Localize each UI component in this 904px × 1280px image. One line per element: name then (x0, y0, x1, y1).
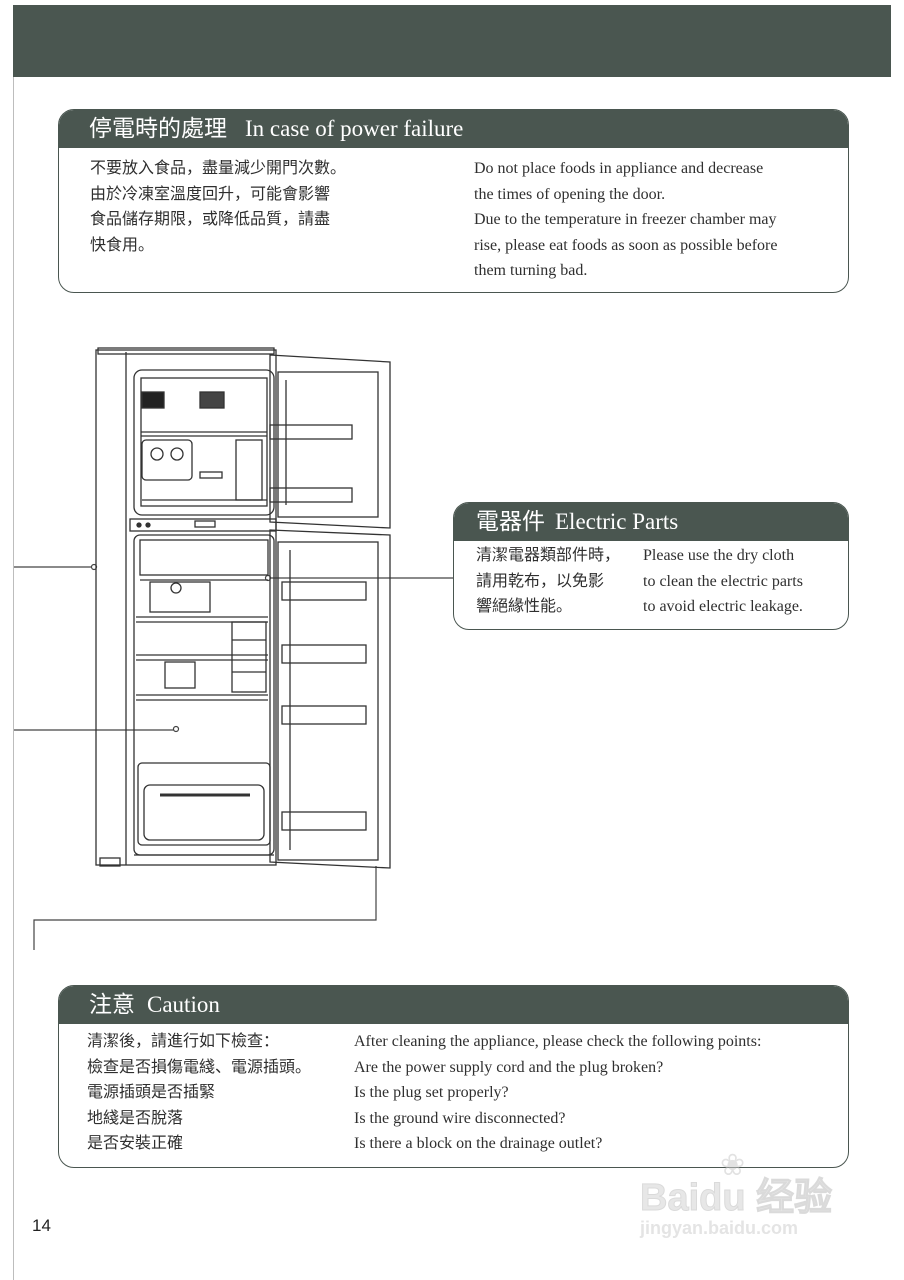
paw-icon: ❀ (720, 1149, 746, 1182)
power-failure-title-zh: 停電時的處理 (89, 116, 227, 141)
top-banner (13, 5, 891, 77)
caution-body-zh: 清潔後，請進行如下檢查： 檢查是否損傷電綫、電源插頭。 電源插頭是否插緊 地綫是… (87, 1033, 312, 1153)
power-failure-body-zh: 不要放入食品，盡量減少開門次數。 由於冷凍室溫度回升，可能會影響 食品儲存期限，… (90, 160, 347, 254)
electric-parts-title-zh: 電器件 (476, 509, 545, 534)
electric-parts-title-en: Electric Parts (555, 509, 679, 534)
caution-header: 注意 Caution (59, 986, 848, 1024)
power-failure-section: 停電時的處理 In case of power failure 不要放入食品，盡量… (58, 109, 849, 293)
refrigerator-illustration (14, 347, 453, 950)
caution-section: 注意 Caution 清潔後，請進行如下檢查： 檢查是否損傷電綫、電源插頭。 電源… (58, 985, 849, 1168)
baidu-watermark: ❀ Baidu 经验 jingyan.baidu.com (639, 1148, 850, 1248)
caution-body-en: After cleaning the appliance, please che… (354, 1033, 762, 1153)
caution-title-zh: 注意 (89, 992, 135, 1017)
page-number: 14 (32, 1216, 51, 1235)
power-failure-header: 停電時的處理 In case of power failure (59, 110, 848, 148)
power-failure-title-en: In case of power failure (245, 116, 464, 141)
leader-lines (14, 563, 453, 950)
caution-title-en: Caution (147, 992, 220, 1017)
electric-parts-header: 電器件 Electric Parts (454, 503, 848, 541)
margin-line (13, 77, 14, 1280)
watermark-url: jingyan.baidu.com (640, 1218, 799, 1238)
electric-parts-section: 電器件 Electric Parts 清潔電器類部件時， 請用乾布，以免影 響絕緣… (453, 502, 849, 630)
power-failure-body-en: Do not place foods in appliance and decr… (474, 160, 778, 280)
electric-parts-body-en: Please use the dry cloth to clean the el… (643, 547, 803, 616)
watermark-brand: Baidu 经验 (639, 1177, 833, 1220)
electric-parts-body-zh: 清潔電器類部件時， 請用乾布，以免影 響絕緣性能。 (476, 547, 621, 616)
